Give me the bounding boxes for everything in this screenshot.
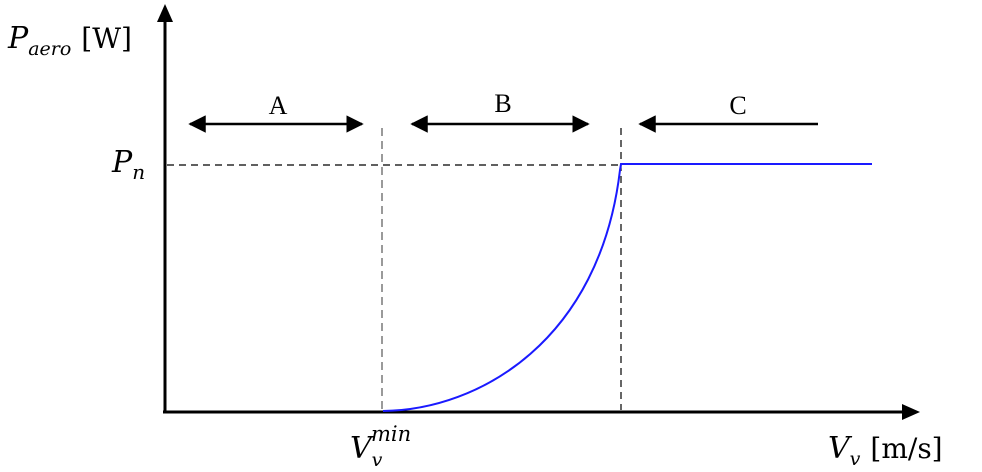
vmin-subscript: v bbox=[372, 449, 383, 471]
vmin-superscript: min bbox=[371, 422, 411, 446]
x-axis-arrowhead bbox=[902, 404, 920, 420]
y-axis-unit: [W] bbox=[81, 22, 132, 55]
pn-label: Pn bbox=[111, 145, 145, 184]
power-curve bbox=[382, 163, 872, 412]
region-b-label: B bbox=[494, 89, 511, 118]
y-axis-subscript: aero bbox=[28, 38, 71, 60]
pn-symbol: P bbox=[111, 145, 133, 180]
y-axis-label: Paero [W] bbox=[7, 21, 132, 60]
region-c-label: C bbox=[729, 91, 746, 120]
x-axis-subscript: v bbox=[850, 448, 861, 470]
pn-subscript: n bbox=[132, 160, 145, 184]
x-axis-symbol: V bbox=[828, 431, 853, 466]
vmin-label: Vv bbox=[350, 431, 383, 471]
y-axis-arrowhead bbox=[157, 4, 173, 22]
y-axis-symbol: P bbox=[7, 21, 29, 56]
vmin-symbol: V bbox=[350, 431, 375, 466]
x-axis-unit: [m/s] bbox=[870, 432, 942, 465]
x-axis-label: Vv [m/s] bbox=[828, 431, 943, 470]
region-a-label: A bbox=[269, 91, 288, 120]
